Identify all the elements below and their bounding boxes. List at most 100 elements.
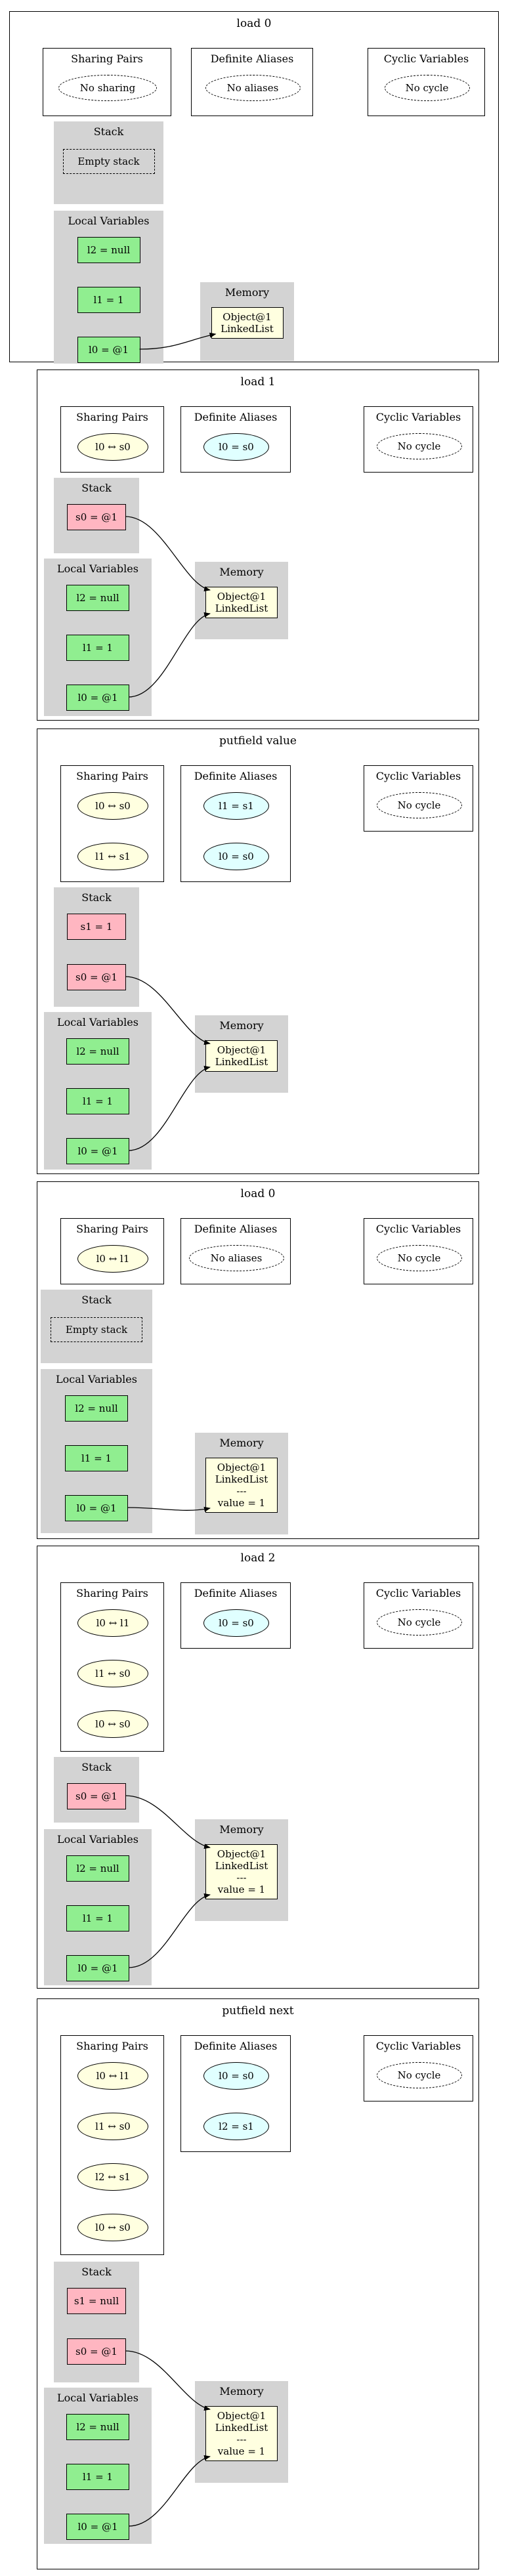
memory-title: Memory <box>219 1823 264 1836</box>
frame-title: load 2 <box>240 1552 276 1565</box>
stack-title: Stack <box>93 125 124 138</box>
no-aliases-oval: No aliases <box>188 1245 284 1271</box>
definite-aliases-panel: Definite Aliases No aliases <box>180 1218 291 1284</box>
local-variables-title: Local Variables <box>57 1016 138 1028</box>
memory-object-line: --- <box>236 2434 247 2445</box>
sharing-pairs-title: Sharing Pairs <box>76 770 148 782</box>
memory-object-line: --- <box>236 1872 247 1884</box>
local-variable: l2 = null <box>77 237 140 263</box>
sharing-pairs-panel: Sharing Pairs l0 ↔ l1 <box>60 1218 164 1284</box>
sharing-pair-oval: l0 ↔ l1 <box>77 1245 148 1273</box>
definite-alias-oval: l0 = s0 <box>203 1609 269 1637</box>
local-variable: l1 = 1 <box>65 1445 128 1471</box>
local-variables-cluster: Local Variables l2 = null l1 = 1 l0 = @1 <box>54 211 163 364</box>
stack-item: s1 = null <box>67 2288 126 2314</box>
sharing-pair-oval: l0 ↔ s0 <box>77 2214 148 2241</box>
stack-cluster: Stack s0 = @1 <box>54 1757 139 1823</box>
memory-object-line: LinkedList <box>215 2422 268 2434</box>
memory-object-line: --- <box>236 1485 247 1497</box>
memory-object-line: Object@1 <box>217 2410 266 2422</box>
stack-item: s0 = @1 <box>67 2338 126 2365</box>
memory-object-line: Object@1 <box>217 1462 266 1473</box>
sharing-pair-oval: l0 ↔ s0 <box>77 433 148 461</box>
sharing-pair-oval: l1 ↔ s0 <box>77 2113 148 2140</box>
sharing-pair-oval: l0 ↔ l1 <box>77 2062 148 2090</box>
memory-object-line: value = 1 <box>217 2445 266 2457</box>
cyclic-variables-panel: Cyclic Variables No cycle <box>364 765 473 832</box>
local-variable: l2 = null <box>65 1395 128 1422</box>
local-variable: l0 = @1 <box>66 2514 129 2540</box>
stack-item: s0 = @1 <box>67 964 126 990</box>
local-variable: l0 = @1 <box>66 1955 129 1981</box>
stack-item: s0 = @1 <box>67 1783 126 1809</box>
frame-title: load 0 <box>236 17 272 30</box>
cyclic-variables-title: Cyclic Variables <box>375 1223 461 1235</box>
local-variable: l1 = 1 <box>77 287 140 313</box>
cyclic-variables-title: Cyclic Variables <box>375 770 461 782</box>
definite-aliases-title: Definite Aliases <box>194 1587 278 1599</box>
sharing-pairs-title: Sharing Pairs <box>71 53 143 65</box>
definite-aliases-title: Definite Aliases <box>194 411 278 423</box>
local-variables-title: Local Variables <box>57 1833 138 1846</box>
sharing-pair-oval: l0 ↔ l1 <box>77 1609 148 1637</box>
memory-object-line: Object@1 <box>222 311 272 323</box>
memory-object-line: Object@1 <box>217 591 266 602</box>
no-cycle-oval: No cycle <box>376 433 462 459</box>
stack-title: Stack <box>81 482 112 494</box>
definite-alias-oval: l2 = s1 <box>203 2113 269 2140</box>
sharing-pairs-panel: Sharing Pairs l0 ↔ s0 l1 ↔ s1 <box>60 765 164 882</box>
local-variable: l0 = @1 <box>66 1138 129 1164</box>
local-variables-title: Local Variables <box>68 215 150 227</box>
stack-title: Stack <box>81 891 112 904</box>
local-variable: l0 = @1 <box>77 337 140 363</box>
memory-title: Memory <box>219 566 264 578</box>
no-cycle-oval: No cycle <box>376 1245 462 1271</box>
local-variable: l0 = @1 <box>66 685 129 711</box>
stack-cluster: Stack s1 = null s0 = @1 <box>54 2262 139 2382</box>
empty-stack-node: Empty stack <box>62 149 155 174</box>
frame-title: load 1 <box>240 375 276 389</box>
frame-title: putfield value <box>219 734 297 748</box>
sharing-pair-oval: l0 ↔ s0 <box>77 792 148 820</box>
memory-title: Memory <box>219 2385 264 2397</box>
memory-object-line: value = 1 <box>217 1497 266 1509</box>
no-cycle-oval: No cycle <box>376 792 462 818</box>
stack-title: Stack <box>81 2266 112 2278</box>
stack-title: Stack <box>81 1761 112 1773</box>
sharing-pair-oval: l0 ↔ s0 <box>77 1710 148 1738</box>
memory-object-line: LinkedList <box>221 323 274 335</box>
local-variable: l2 = null <box>66 2414 129 2440</box>
local-variables-title: Local Variables <box>57 562 138 575</box>
cyclic-variables-title: Cyclic Variables <box>375 1587 461 1599</box>
definite-aliases-title: Definite Aliases <box>194 1223 278 1235</box>
sharing-pair-oval: l1 ↔ s1 <box>77 843 148 870</box>
sharing-pairs-title: Sharing Pairs <box>76 2040 148 2052</box>
definite-aliases-title: Definite Aliases <box>194 2040 278 2052</box>
local-variable: l1 = 1 <box>66 1088 129 1114</box>
sharing-pairs-title: Sharing Pairs <box>76 1223 148 1235</box>
local-variables-title: Local Variables <box>56 1373 137 1385</box>
definite-aliases-title: Definite Aliases <box>210 53 294 65</box>
local-variable: l1 = 1 <box>66 1905 129 1932</box>
